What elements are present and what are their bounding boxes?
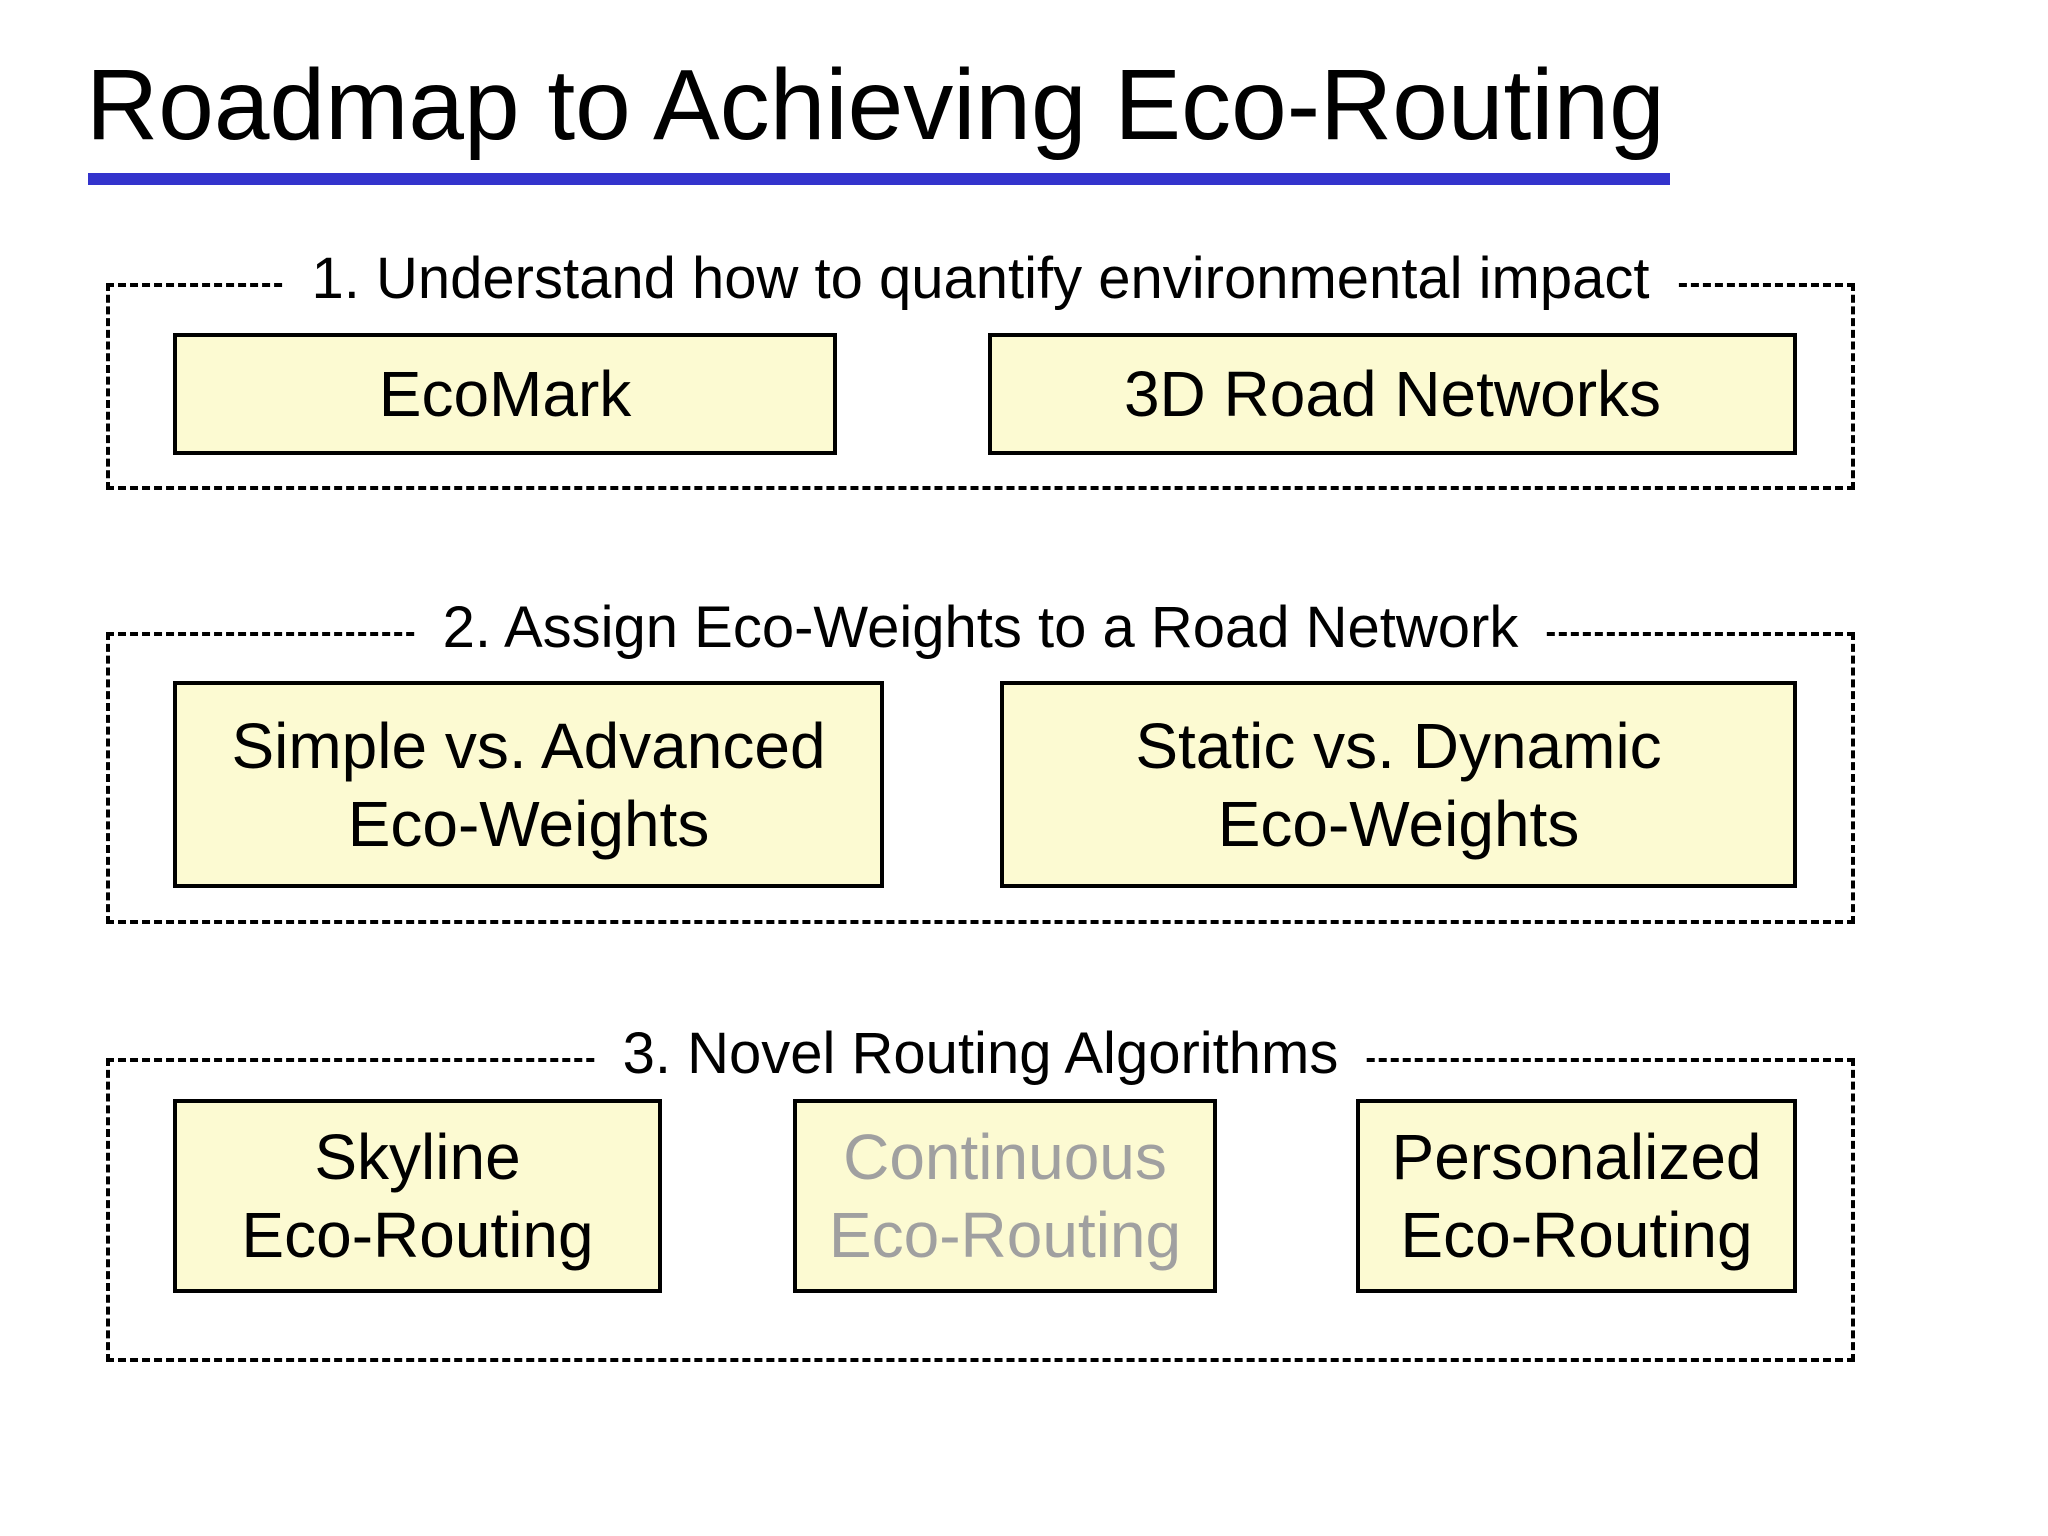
box-label-line: 3D Road Networks xyxy=(1123,358,1662,430)
section-2-label: 2. Assign Eco-Weights to a Road Network xyxy=(416,593,1545,663)
section-1-label: 1. Understand how to quantify environmen… xyxy=(285,244,1676,314)
box-personalized-eco-routing: Personalized Eco-Routing xyxy=(1356,1099,1797,1293)
section-assign-eco-weights: 2. Assign Eco-Weights to a Road Network … xyxy=(106,593,1855,924)
box-label-line: Eco-Routing xyxy=(1400,1199,1753,1271)
section-quantify-impact: 1. Understand how to quantify environmen… xyxy=(106,244,1855,490)
box-label-line: Static vs. Dynamic xyxy=(1135,709,1662,782)
box-skyline-eco-routing: Skyline Eco-Routing xyxy=(173,1099,662,1293)
section-3-label: 3. Novel Routing Algorithms xyxy=(596,1019,1365,1089)
box-3d-road-networks: 3D Road Networks xyxy=(988,333,1797,455)
section-novel-routing-algorithms: 3. Novel Routing Algorithms Skyline Eco-… xyxy=(106,1019,1855,1362)
box-label-line: Personalized xyxy=(1391,1121,1762,1193)
box-ecomark: EcoMark xyxy=(173,333,837,455)
box-label-line: Skyline xyxy=(314,1121,521,1193)
box-label-line: Continuous xyxy=(843,1121,1167,1193)
title-underline xyxy=(88,173,1670,185)
box-static-vs-dynamic-eco-weights: Static vs. Dynamic Eco-Weights xyxy=(1000,681,1797,888)
box-label-line: Eco-Routing xyxy=(241,1199,594,1271)
box-continuous-eco-routing: Continuous Eco-Routing xyxy=(793,1099,1217,1293)
box-label-line: Eco-Weights xyxy=(1217,787,1580,860)
page-title: Roadmap to Achieving Eco-Routing xyxy=(86,49,1665,161)
box-simple-vs-advanced-eco-weights: Simple vs. Advanced Eco-Weights xyxy=(173,681,884,888)
box-label-line: EcoMark xyxy=(378,358,632,430)
box-label-line: Eco-Weights xyxy=(347,787,710,860)
box-label-line: Simple vs. Advanced xyxy=(231,709,826,782)
box-label-line: Eco-Routing xyxy=(828,1199,1182,1271)
